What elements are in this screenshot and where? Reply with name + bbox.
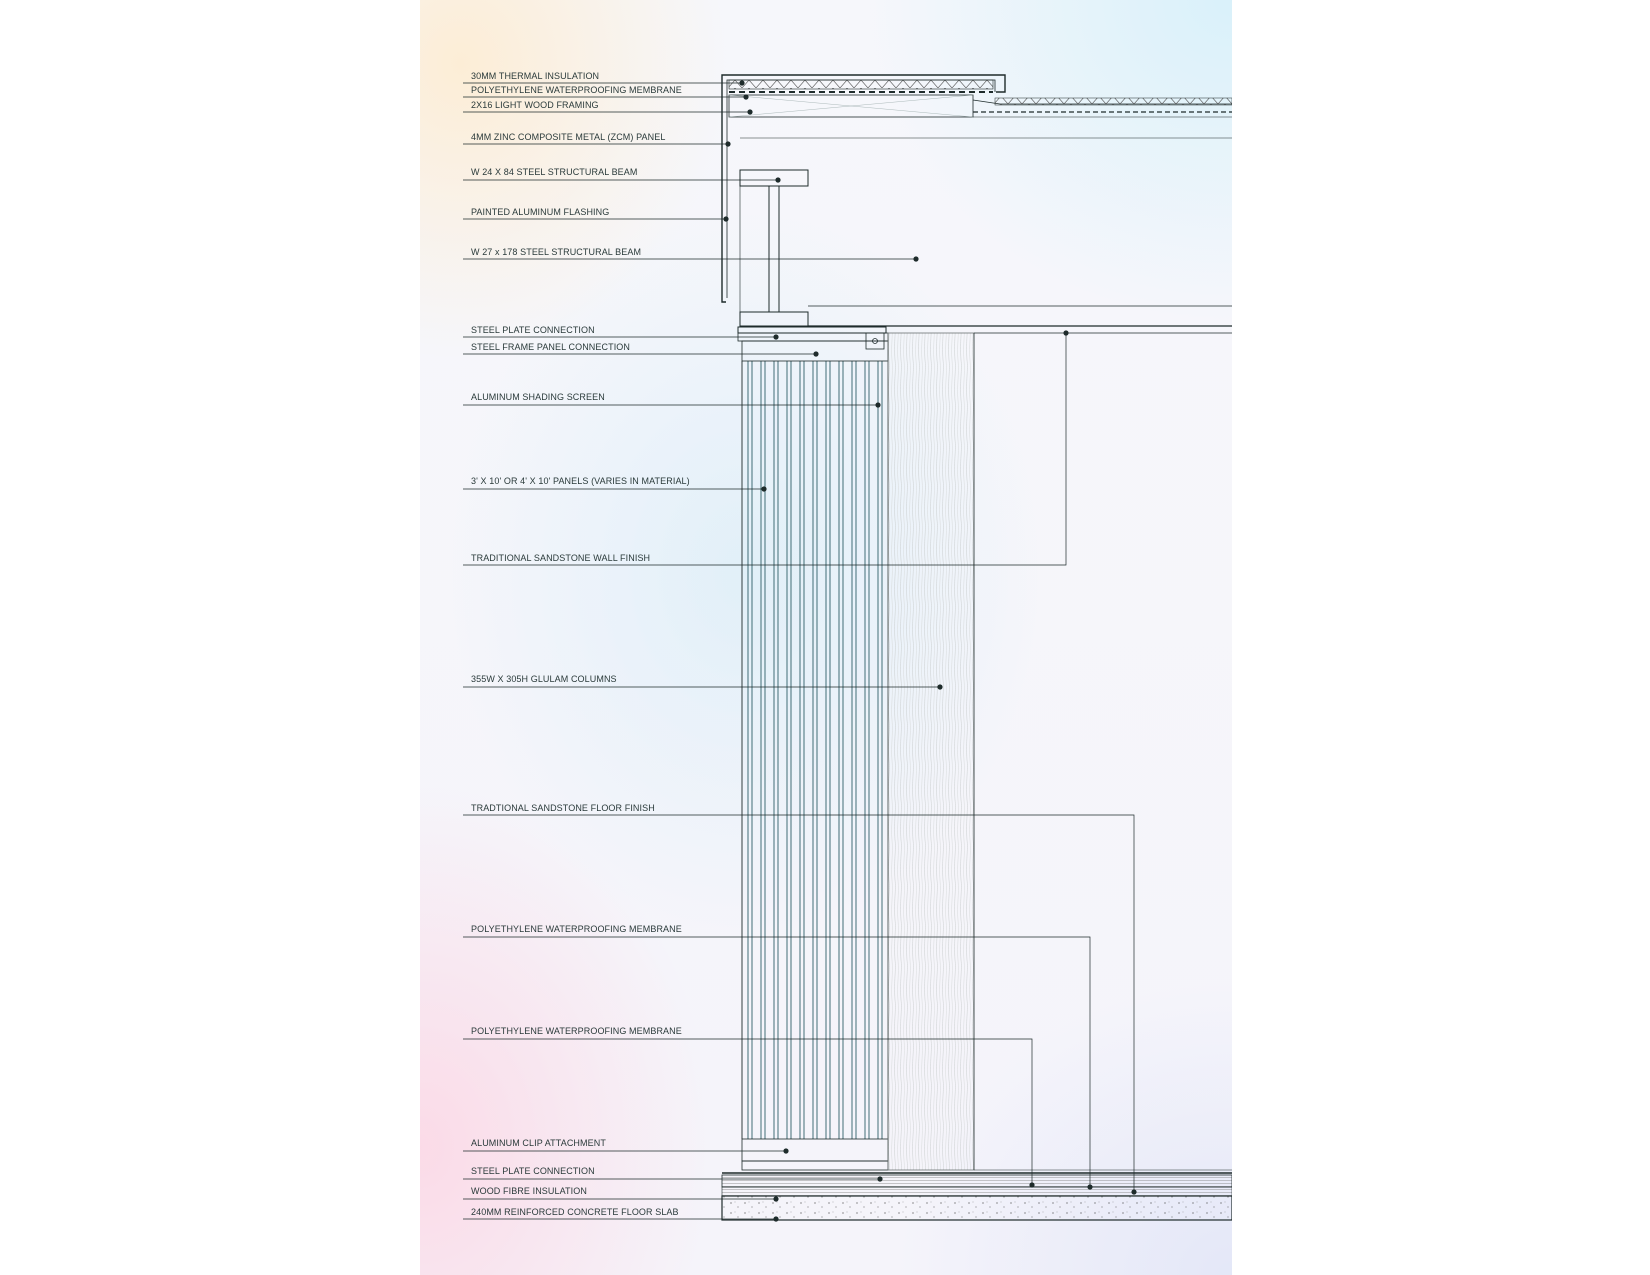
leader-dot bbox=[913, 256, 919, 262]
leader-dot bbox=[775, 177, 781, 183]
leader-dot bbox=[813, 351, 819, 357]
leader-lines bbox=[463, 82, 1135, 1220]
callout-labels: 30MM THERMAL INSULATION POLYETHYLENE WAT… bbox=[471, 71, 690, 1217]
leader-line bbox=[463, 936, 1091, 1187]
panel-slat bbox=[812, 361, 818, 1139]
panel-slat bbox=[786, 361, 792, 1139]
leader-dot bbox=[773, 1196, 779, 1202]
leader-dot bbox=[1131, 1189, 1137, 1195]
leader-dot bbox=[937, 684, 943, 690]
label-thermal-insulation: 30MM THERMAL INSULATION bbox=[471, 71, 599, 81]
leader-dots bbox=[723, 80, 1137, 1222]
leader-dot bbox=[875, 402, 881, 408]
label-wood-fibre: WOOD FIBRE INSULATION bbox=[471, 1186, 587, 1196]
leader-dot bbox=[725, 141, 731, 147]
leader-dot bbox=[747, 109, 753, 115]
panel-slat bbox=[760, 361, 766, 1139]
panel-slat bbox=[799, 361, 805, 1139]
label-beam-w24: W 24 X 84 STEEL STRUCTURAL BEAM bbox=[471, 167, 637, 177]
label-glulam: 355W X 305H GLULAM COLUMNS bbox=[471, 674, 617, 684]
leader-dot bbox=[743, 94, 749, 100]
label-beam-w27: W 27 x 178 STEEL STRUCTURAL BEAM bbox=[471, 247, 641, 257]
panel-slat bbox=[825, 361, 831, 1139]
label-zcm-panel: 4MM ZINC COMPOSITE METAL (ZCM) PANEL bbox=[471, 132, 665, 142]
leader-dot bbox=[773, 334, 779, 340]
panel-slat bbox=[747, 361, 753, 1139]
label-sandstone-floor: TRADTIONAL SANDSTONE FLOOR FINISH bbox=[471, 803, 655, 813]
label-clip: ALUMINUM CLIP ATTACHMENT bbox=[471, 1138, 606, 1148]
leader-dot bbox=[723, 216, 729, 222]
panel-frame bbox=[741, 349, 889, 1139]
roof-assembly bbox=[721, 74, 1232, 342]
leader-line bbox=[463, 1038, 1033, 1185]
glulam-column bbox=[887, 332, 975, 1171]
label-shading-screen: ALUMINUM SHADING SCREEN bbox=[471, 392, 605, 402]
panel-slat bbox=[877, 361, 883, 1139]
drawing-sheet: 30MM THERMAL INSULATION POLYETHYLENE WAT… bbox=[420, 0, 1232, 1275]
label-flashing: PAINTED ALUMINUM FLASHING bbox=[471, 207, 609, 217]
leader-dot bbox=[1029, 1182, 1035, 1188]
panel-slat bbox=[851, 361, 857, 1139]
leader-line bbox=[463, 333, 1067, 566]
leader-dot bbox=[1063, 330, 1069, 336]
panel-caps bbox=[741, 332, 889, 1171]
panel-slat bbox=[838, 361, 844, 1139]
label-slab: 240MM REINFORCED CONCRETE FLOOR SLAB bbox=[471, 1207, 679, 1217]
label-wood-framing: 2X16 LIGHT WOOD FRAMING bbox=[471, 100, 599, 110]
shading-screen-panels bbox=[741, 349, 889, 1139]
panel-slat bbox=[864, 361, 870, 1139]
leader-dot bbox=[877, 1176, 883, 1182]
floor-slab-assembly bbox=[721, 1169, 1232, 1221]
leader-dot bbox=[783, 1148, 789, 1154]
label-membrane-roof: POLYETHYLENE WATERPROOFING MEMBRANE bbox=[471, 85, 682, 95]
leader-line bbox=[463, 814, 1135, 1192]
label-membrane-floor-2: POLYETHYLENE WATERPROOFING MEMBRANE bbox=[471, 1026, 682, 1036]
label-steel-frame-panel: STEEL FRAME PANEL CONNECTION bbox=[471, 342, 630, 352]
leader-dot bbox=[739, 80, 745, 86]
label-panels: 3' X 10' OR 4' X 10' PANELS (VARIES IN M… bbox=[471, 476, 690, 486]
leader-dot bbox=[761, 486, 767, 492]
panel-slat bbox=[773, 361, 779, 1139]
label-steel-plate-bottom: STEEL PLATE CONNECTION bbox=[471, 1166, 595, 1176]
label-sandstone-wall: TRADITIONAL SANDSTONE WALL FINISH bbox=[471, 553, 650, 563]
leader-dot bbox=[1087, 1184, 1093, 1190]
label-membrane-floor-1: POLYETHYLENE WATERPROOFING MEMBRANE bbox=[471, 924, 682, 934]
leader-dot bbox=[773, 1216, 779, 1222]
label-steel-plate-top: STEEL PLATE CONNECTION bbox=[471, 325, 595, 335]
wall-section-detail: 30MM THERMAL INSULATION POLYETHYLENE WAT… bbox=[463, 71, 1232, 1222]
